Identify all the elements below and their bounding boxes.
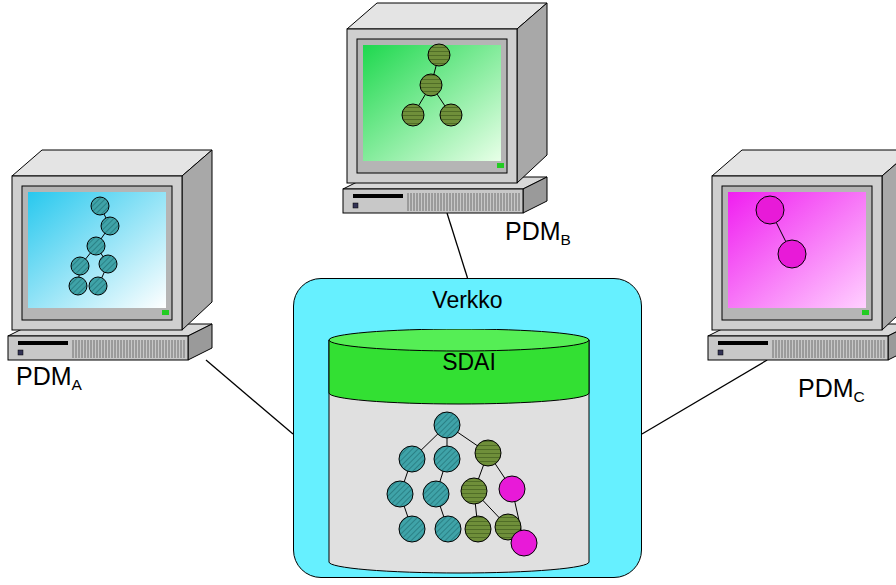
network-box: VerkkoSDAI (293, 278, 642, 578)
computer-node: PDMB (347, 3, 547, 213)
computer (8, 150, 212, 360)
node-label: PDMA (16, 362, 82, 394)
database-cylinder: SDAI (328, 329, 610, 574)
computer (708, 150, 896, 360)
node-label: PDMC (798, 374, 865, 406)
node-label: PDMB (505, 217, 571, 249)
node-label: SDAI (328, 349, 610, 376)
network-link (642, 360, 767, 434)
node-label: Verkko (294, 287, 641, 314)
computer-node: PDMC (712, 150, 896, 360)
computer-node: PDMA (12, 150, 212, 360)
computer (343, 3, 547, 213)
network-link (206, 360, 293, 434)
network-link (447, 213, 468, 278)
